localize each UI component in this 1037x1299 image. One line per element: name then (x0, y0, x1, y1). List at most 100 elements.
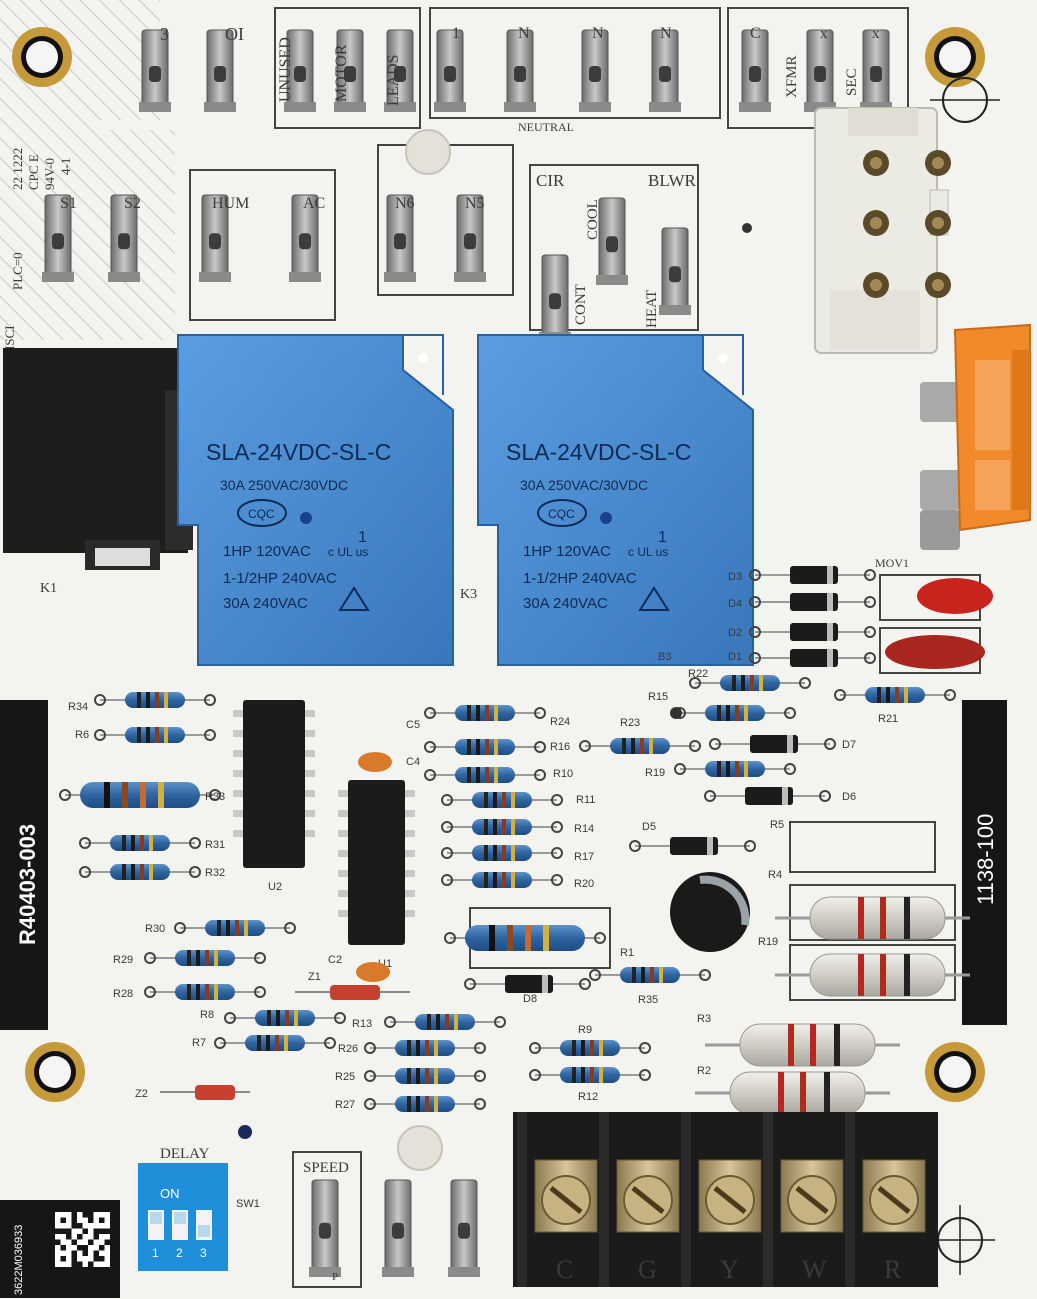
resistor: R1 (444, 925, 634, 959)
spade-terminal (579, 29, 611, 112)
resistor-ref: R24 (550, 716, 570, 728)
resistor: R7 (192, 1035, 336, 1051)
resistor-ref: R34 (68, 701, 88, 713)
relay-hp1: 1HP 120VAC (523, 543, 611, 560)
svg-text:PLC=0: PLC=0 (10, 252, 25, 290)
label-mov1: MOV1 (875, 556, 909, 570)
resistor: R21 (834, 687, 956, 725)
ic-ref: U2 (268, 881, 282, 893)
spade-terminal (596, 197, 628, 285)
spade-terminal (539, 254, 571, 342)
resistor: R24 (424, 705, 570, 728)
screw-terminal: C (517, 1112, 598, 1287)
diode-ref: D4 (728, 598, 742, 610)
diode-ref: D3 (728, 571, 742, 583)
resistor-ref: R19 (645, 767, 665, 779)
resistor-ref: R19 (758, 936, 778, 948)
mid-terminal-labels: S1 S2 HUM AC N6 N5 CIR BLWR COOL CONT HE… (60, 171, 697, 328)
spade-terminal (108, 194, 140, 282)
resistor: R30 (145, 920, 296, 936)
diode: D2 (728, 623, 876, 641)
plastic-standoffs (397, 129, 451, 1171)
spade-terminal (649, 29, 681, 112)
terminal-letter: R (884, 1255, 902, 1284)
svg-text:94V-0: 94V-0 (42, 158, 57, 190)
label-x2: x (872, 26, 880, 42)
power-resistor: R2 (695, 1065, 890, 1115)
diode: D3 (728, 566, 876, 584)
relay-amp: 30A 240VAC (523, 595, 608, 612)
label-n1: N (518, 25, 530, 42)
label-n6: N6 (395, 195, 415, 212)
resistor-ref: R14 (574, 823, 594, 835)
ic-chip: U2 (233, 700, 315, 893)
spade-terminal (289, 194, 321, 282)
board-model-number: 1138-100 (973, 814, 998, 905)
resistor-ref: R12 (578, 1091, 598, 1103)
resistor-ref: R8 (200, 1009, 214, 1021)
label-s1: S1 (60, 195, 77, 212)
label-cont: CONT (573, 284, 589, 325)
resistor-ref: R10 (553, 768, 573, 780)
resistor: R25 (335, 1068, 486, 1084)
svg-text:3: 3 (200, 1246, 207, 1260)
spade-terminal (42, 194, 74, 282)
relay-model: SLA-24VDC-SL-C (206, 439, 391, 465)
resistor: R11 (441, 792, 595, 808)
speed-terminals: SPEED P (303, 1160, 349, 1283)
relay-cqc-mark: CQC (548, 507, 575, 521)
relay-body (177, 334, 454, 666)
svg-text:HSCI: HSCI (2, 325, 17, 355)
relay-rating: 30A 250VAC/30VDC (520, 477, 648, 493)
resistor: R20 (441, 872, 594, 890)
relay-hp2: 1-1/2HP 240VAC (223, 570, 337, 587)
terminal-letter: G (638, 1255, 657, 1284)
qr-code-label: 3622M036933 (0, 1200, 120, 1298)
relay-ul-mark: c UL us (628, 545, 668, 559)
svg-text:Z1: Z1 (308, 971, 321, 983)
spade-terminal (804, 29, 836, 112)
right-label-strip: 1138-100 (962, 700, 1007, 1025)
label-1: 1 (452, 25, 460, 42)
power-resistor: R3 (697, 1013, 900, 1067)
svg-text:B3: B3 (658, 651, 671, 663)
label-x1: x (820, 26, 828, 42)
relay-cqc-mark: CQC (248, 507, 275, 521)
spade-terminal (384, 194, 416, 282)
resistor-ref: R3 (697, 1013, 711, 1025)
spade-terminal (504, 29, 536, 112)
relay-amp: 30A 240VAC (223, 595, 308, 612)
resistor-ref: R27 (335, 1099, 355, 1111)
resistor-ref: R4 (768, 869, 782, 881)
silk-outlines (189, 7, 981, 1288)
resistor-ref: R32 (205, 867, 225, 879)
resistor-ref: R2 (697, 1065, 711, 1077)
spade-terminal (309, 1179, 341, 1277)
diode-ref: D6 (842, 791, 856, 803)
label-leads: LEADS (385, 54, 402, 106)
resistor-ref: R26 (338, 1043, 358, 1055)
resistor: R34 (68, 692, 216, 713)
resistor-ref: R33 (205, 791, 225, 803)
spade-terminal (204, 29, 236, 112)
diode-ref: D1 (728, 651, 742, 663)
ic-chip: U1 (338, 780, 415, 970)
label-c: C (750, 25, 761, 42)
svg-text:Z2: Z2 (135, 1088, 148, 1100)
svg-text:C4: C4 (406, 756, 420, 768)
mov-and-caps: MOV1 C5 C4 C2 (328, 556, 993, 982)
fuse (920, 323, 1031, 550)
resistor-ref: R9 (578, 1024, 592, 1036)
qr-code-text: 3622M036933 (13, 1225, 25, 1295)
molex-connector (814, 107, 951, 354)
resistor: R28 (113, 984, 266, 1000)
resistor: R15 (648, 691, 796, 721)
svg-text:2: 2 (176, 1246, 183, 1260)
label-hum: HUM (212, 195, 249, 212)
relay-one: 1 (658, 529, 667, 546)
resistor-ref: R23 (620, 717, 640, 729)
screw-terminal: W (763, 1112, 844, 1287)
label-k1: K1 (40, 581, 57, 596)
label-n5: N5 (465, 195, 485, 212)
